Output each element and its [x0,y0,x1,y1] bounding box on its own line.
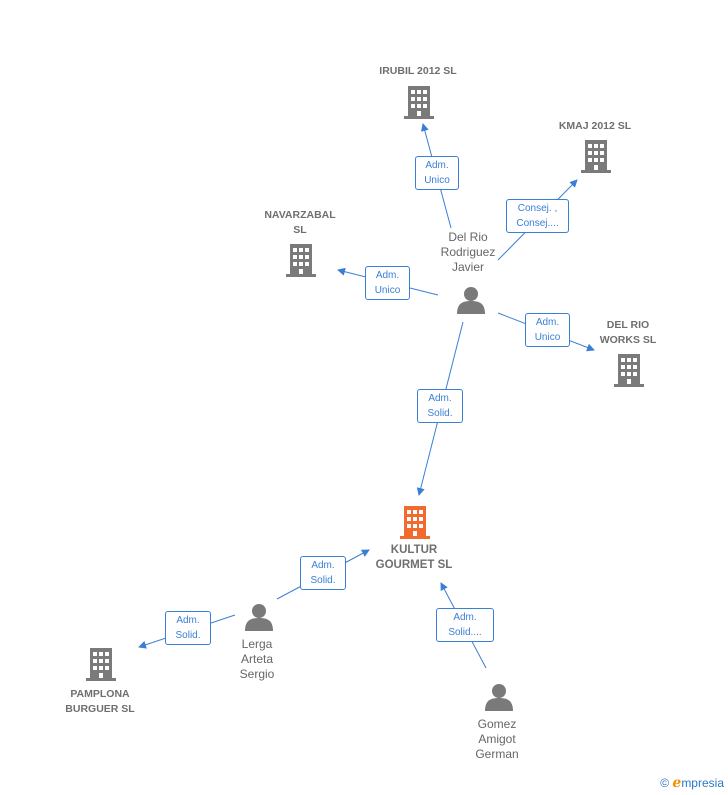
building-icon[interactable] [286,244,316,277]
building-icon[interactable] [400,506,430,539]
edge-label-pamplona: Adm. Solid. [165,611,211,645]
building-icon[interactable] [404,86,434,119]
empresia-logo[interactable]: © ℯmpresia [660,774,724,791]
edge-label-irubil: Adm. Unico [415,156,459,190]
edge-label-kultur-from-gomez: Adm. Solid.... [436,608,494,642]
copyright-symbol: © [660,776,670,790]
building-icon[interactable] [581,140,611,173]
node-label-delrio-javier[interactable]: Del Rio Rodriguez Javier [440,230,496,274]
node-label-kmaj[interactable]: KMAJ 2012 SL [558,120,632,132]
edge-label-delrio-works: Adm. Unico [525,313,570,347]
brand-e-glyph: ℯ [672,774,682,790]
node-label-pamplona[interactable]: PAMPLONA BURGUER SL [65,688,135,715]
edge-label-kultur-from-lerga: Adm. Solid. [300,556,346,590]
node-label-navarzabal[interactable]: NAVARZABAL SL [264,209,336,236]
node-label-delrio-works[interactable]: DEL RIO WORKS SL [599,319,657,346]
building-icon[interactable] [86,648,116,681]
node-label-irubil[interactable]: IRUBIL 2012 SL [379,65,457,77]
person-icon[interactable] [457,287,485,314]
building-icon[interactable] [614,354,644,387]
node-label-lerga[interactable]: Lerga Arteta Sergio [239,637,275,681]
edge-label-kmaj: Consej. , Consej.... [506,199,569,233]
edge-label-navarzabal: Adm. Unico [365,266,410,300]
brand-name: mpresia [681,776,724,790]
edge-label-kultur-from-delrio: Adm. Solid. [417,389,463,423]
person-icon[interactable] [245,604,273,631]
person-icon[interactable] [485,684,513,711]
node-label-gomez[interactable]: Gomez Amigot German [475,717,519,761]
node-label-kultur[interactable]: KULTUR GOURMET SL [375,544,453,571]
